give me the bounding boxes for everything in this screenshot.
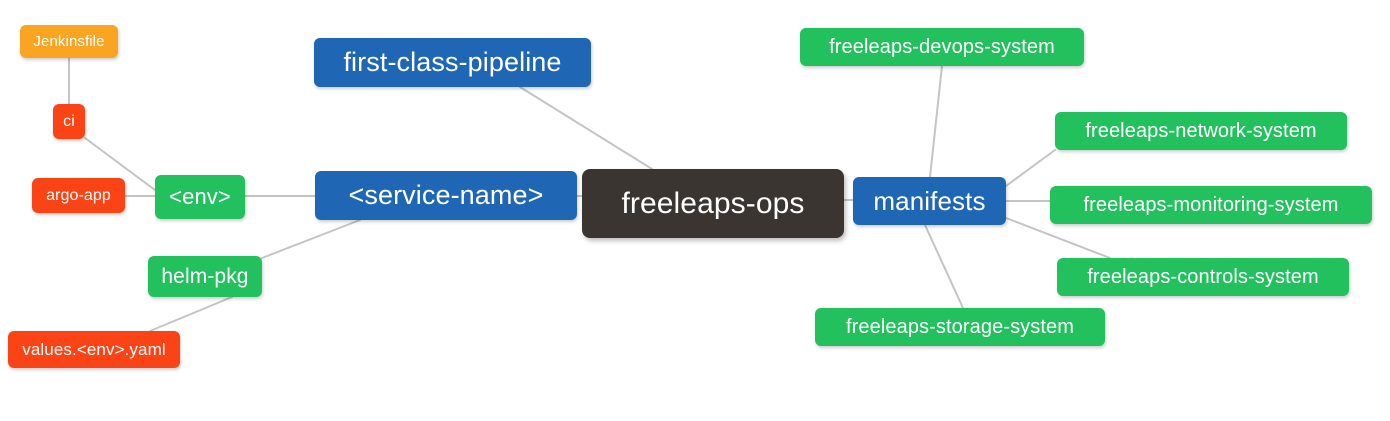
mindmap-node-freeleaps-monitoring-system[interactable]: freeleaps-monitoring-system [1050,186,1372,224]
node-label-freeleaps-controls-system: freeleaps-controls-system [1087,266,1319,288]
mindmap-node-env[interactable]: <env> [155,175,245,219]
node-label-service-name: <service-name> [348,180,544,210]
edge-values-helm [149,296,233,332]
node-label-helm-pkg: helm-pkg [161,265,249,288]
mindmap-node-freeleaps-ops[interactable]: freeleaps-ops [582,169,844,238]
mindmap-node-values-env-yaml[interactable]: values.<env>.yaml [8,331,180,368]
edge-manifests-network [1005,149,1056,187]
edge-manifests-devops [929,65,943,178]
mindmap-node-service-name[interactable]: <service-name> [315,171,577,220]
node-label-first-class-pipeline: first-class-pipeline [343,47,562,77]
node-label-freeleaps-ops: freeleaps-ops [621,186,805,220]
edge-manifests-storage [924,224,964,309]
node-label-freeleaps-storage-system: freeleaps-storage-system [845,316,1075,338]
node-label-freeleaps-monitoring-system: freeleaps-monitoring-system [1083,194,1339,216]
mindmap-node-freeleaps-network-system[interactable]: freeleaps-network-system [1055,112,1347,150]
node-label-env: <env> [169,184,231,209]
mindmap-node-freeleaps-devops-system[interactable]: freeleaps-devops-system [800,28,1084,66]
mindmap-node-freeleaps-controls-system[interactable]: freeleaps-controls-system [1057,258,1349,296]
node-label-freeleaps-network-system: freeleaps-network-system [1085,120,1317,142]
mindmap-node-jenkinsfile[interactable]: Jenkinsfile [20,25,118,58]
node-label-ci: ci [63,112,75,130]
node-label-argo-app: argo-app [46,186,111,204]
mindmap-node-helm-pkg[interactable]: helm-pkg [148,256,262,297]
node-label-jenkinsfile: Jenkinsfile [33,33,105,50]
mindmap-node-ci[interactable]: ci [53,104,85,139]
edge-pipeline-ops [519,86,653,170]
edge-helm-service [261,219,361,259]
edge-manifests-controls [1005,217,1111,259]
node-label-manifests: manifests [873,186,986,216]
node-label-values-env-yaml: values.<env>.yaml [22,340,166,359]
node-label-freeleaps-devops-system: freeleaps-devops-system [829,36,1055,58]
mindmap-node-argo-app[interactable]: argo-app [32,178,125,213]
mindmap-node-freeleaps-storage-system[interactable]: freeleaps-storage-system [815,308,1105,346]
mindmap-node-manifests[interactable]: manifests [853,177,1006,225]
mindmap-node-first-class-pipeline[interactable]: first-class-pipeline [314,38,591,87]
